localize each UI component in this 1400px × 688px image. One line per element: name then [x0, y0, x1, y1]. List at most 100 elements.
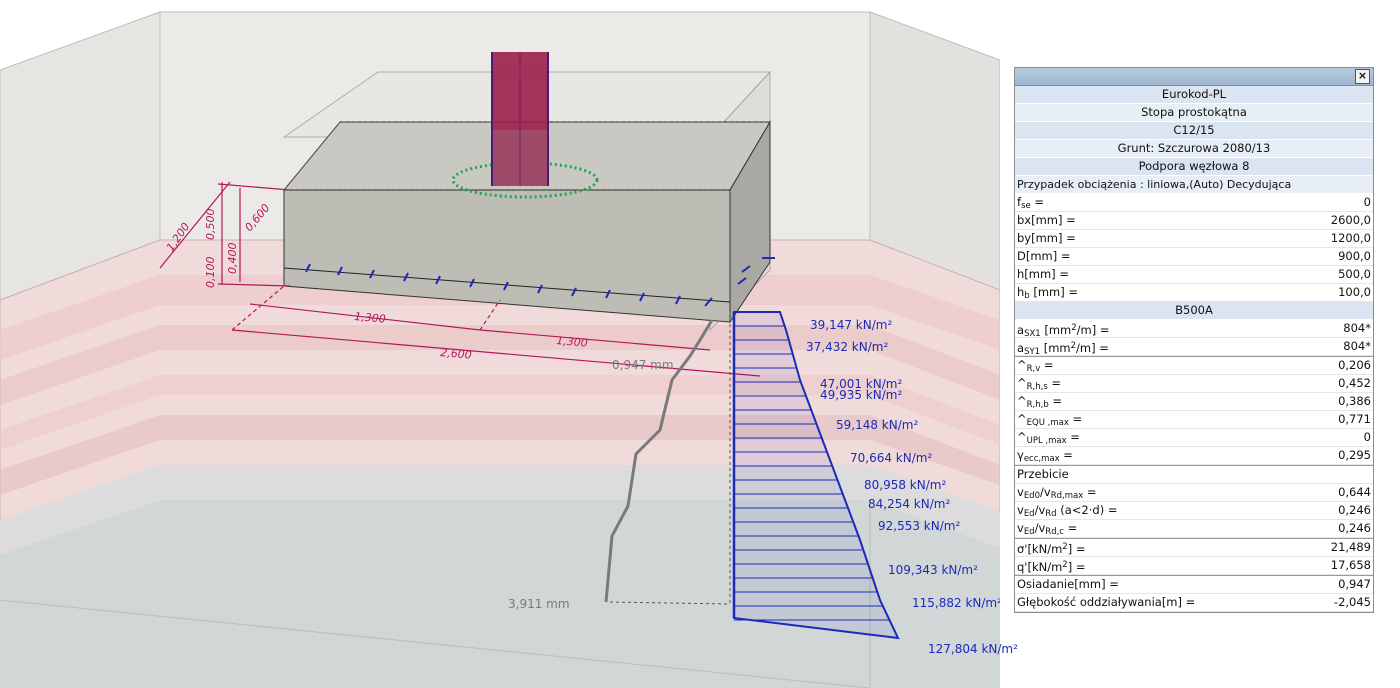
ratio-label: ^R,v = — [1017, 358, 1054, 374]
reinforcement-label: aSX1 [mm2/m] = — [1017, 323, 1110, 339]
foundation-type: Stopa prostokątna — [1015, 104, 1373, 122]
stress-label-2: 37,432 kN/m² — [806, 340, 888, 354]
param-label: fse = — [1017, 195, 1045, 211]
param-row: fse = 0 — [1015, 194, 1373, 212]
param-row: D[mm] = 900,0 — [1015, 248, 1373, 266]
param-label: bx[mm] = — [1017, 213, 1076, 227]
stress-label-9: 92,553 kN/m² — [878, 519, 960, 533]
ratio-value: 0,771 — [1338, 412, 1371, 426]
ratio-row: ^R,h,b = 0,386 — [1015, 393, 1373, 411]
support-name: Podpora węzłowa 8 — [1015, 158, 1373, 176]
param-row: by[mm] = 1200,0 — [1015, 230, 1373, 248]
ratio-row: ^R,v = 0,206 — [1015, 356, 1373, 375]
stress-label-6: 70,664 kN/m² — [850, 451, 932, 465]
pressure-row: σ'[kN/m2] = 21,489 — [1015, 538, 1373, 557]
param-value: 900,0 — [1338, 249, 1371, 263]
stress-label-11: 115,882 kN/m² — [912, 596, 1000, 610]
reinforcement-value: 804* — [1343, 339, 1371, 353]
ratio-value: 0,386 — [1338, 394, 1371, 408]
load-case: Przypadek obciążenia : liniowa,(Auto) De… — [1015, 176, 1373, 194]
settlement-label: 0,947 mm — [612, 358, 674, 372]
reinforcement-label: aSY1 [mm2/m] = — [1017, 341, 1109, 357]
ratio-label: ^EQU ,max = — [1017, 412, 1083, 428]
punching-label: vEd/vRd,c = — [1017, 521, 1078, 537]
param-value: 500,0 — [1338, 267, 1371, 281]
pressure-label: σ'[kN/m2] = — [1017, 542, 1086, 556]
dim-500: 0,500 — [204, 209, 217, 241]
stress-diagram — [732, 311, 900, 640]
steel-column — [491, 52, 549, 186]
dim-1300-right: 1,300 — [556, 334, 589, 350]
ratio-label: ^R,h,b = — [1017, 394, 1063, 410]
punching-row: vEd/vRd (a<2·d) = 0,246 — [1015, 502, 1373, 520]
ratio-value: 0,206 — [1338, 358, 1371, 372]
reinforcement-row: aSY1 [mm2/m] = 804* — [1015, 338, 1373, 357]
param-label: by[mm] = — [1017, 231, 1076, 245]
concrete-class: C12/15 — [1015, 122, 1373, 140]
foundation-3d-view: 1,200 0,500 0,600 0,400 0,100 1,300 1,30… — [0, 11, 1000, 688]
pressure-label: q'[kN/m2] = — [1017, 560, 1086, 574]
reinforcement-value: 804* — [1343, 321, 1371, 335]
settlement-curve — [604, 312, 731, 605]
punching-row: vEd0/vRd,max = 0,644 — [1015, 484, 1373, 502]
punching-section-title: Przebicie — [1015, 465, 1373, 484]
dim-400: 0,400 — [226, 243, 239, 275]
stress-label-3: 47,001 kN/m² — [820, 377, 902, 391]
param-row: hb [mm] = 100,0 — [1015, 284, 1373, 302]
punching-label: vEd0/vRd,max = — [1017, 485, 1097, 501]
stress-label-12: 127,804 kN/m² — [928, 642, 1018, 656]
design-code: Eurokod-PL — [1015, 86, 1373, 104]
ratio-label: ^UPL ,max = — [1017, 430, 1080, 446]
dim-2600: 2,600 — [440, 346, 473, 362]
pressure-value: 21,489 — [1330, 540, 1371, 554]
dim-100: 0,100 — [204, 257, 217, 289]
steel-grade: B500A — [1015, 302, 1373, 320]
pressure-row: q'[kN/m2] = 17,658 — [1015, 557, 1373, 575]
punching-value: 0,246 — [1338, 503, 1371, 517]
result-row: Osiadanie[mm] = 0,947 — [1015, 575, 1373, 594]
ratio-value: 0 — [1363, 430, 1371, 444]
param-row: bx[mm] = 2600,0 — [1015, 212, 1373, 230]
results-panel: × Eurokod-PL Stopa prostokątna C12/15 Gr… — [1014, 67, 1374, 613]
param-value: 2600,0 — [1330, 213, 1371, 227]
stress-label-8: 84,254 kN/m² — [868, 497, 950, 511]
result-label: Osiadanie[mm] = — [1017, 577, 1119, 591]
ratio-label: ^R,h,s = — [1017, 376, 1062, 392]
panel-titlebar[interactable]: × — [1015, 68, 1373, 86]
dim-1300-left: 1,300 — [354, 310, 387, 326]
ratio-row: γecc,max = 0,295 — [1015, 447, 1373, 465]
ratio-value: 0,295 — [1338, 448, 1371, 462]
punching-value: 0,246 — [1338, 521, 1371, 535]
param-label: hb [mm] = — [1017, 285, 1079, 301]
param-value: 0 — [1363, 195, 1371, 209]
param-label: D[mm] = — [1017, 249, 1071, 263]
ratio-row: ^EQU ,max = 0,771 — [1015, 411, 1373, 429]
result-value: 0,947 — [1338, 577, 1371, 591]
reinforcement-row: aSX1 [mm2/m] = 804* — [1015, 320, 1373, 339]
result-row: Głębokość oddziaływania[m] = -2,045 — [1015, 594, 1373, 612]
ratio-value: 0,452 — [1338, 376, 1371, 390]
punching-value: 0,644 — [1338, 485, 1371, 499]
stress-label-4: 49,935 kN/m² — [820, 388, 902, 402]
influence-depth-label: 3,911 mm — [508, 597, 570, 611]
result-value: -2,045 — [1333, 595, 1371, 609]
param-value: 1200,0 — [1330, 231, 1371, 245]
stress-label-1: 39,147 kN/m² — [810, 318, 892, 332]
ratio-label: γecc,max = — [1017, 448, 1073, 464]
close-button[interactable]: × — [1355, 69, 1370, 84]
stress-label-7: 80,958 kN/m² — [864, 478, 946, 492]
dimension-lines — [159, 181, 761, 377]
punching-label: vEd/vRd (a<2·d) = — [1017, 503, 1118, 519]
punching-perimeter — [451, 161, 599, 199]
param-value: 100,0 — [1338, 285, 1371, 299]
ratio-row: ^R,h,s = 0,452 — [1015, 375, 1373, 393]
stress-label-5: 59,148 kN/m² — [836, 418, 918, 432]
rebar-marks — [305, 257, 775, 307]
param-row: h[mm] = 500,0 — [1015, 266, 1373, 284]
param-label: h[mm] = — [1017, 267, 1069, 281]
punching-row: vEd/vRd,c = 0,246 — [1015, 520, 1373, 538]
result-label: Głębokość oddziaływania[m] = — [1017, 595, 1196, 609]
pressure-value: 17,658 — [1330, 558, 1371, 572]
stress-label-10: 109,343 kN/m² — [888, 563, 978, 577]
